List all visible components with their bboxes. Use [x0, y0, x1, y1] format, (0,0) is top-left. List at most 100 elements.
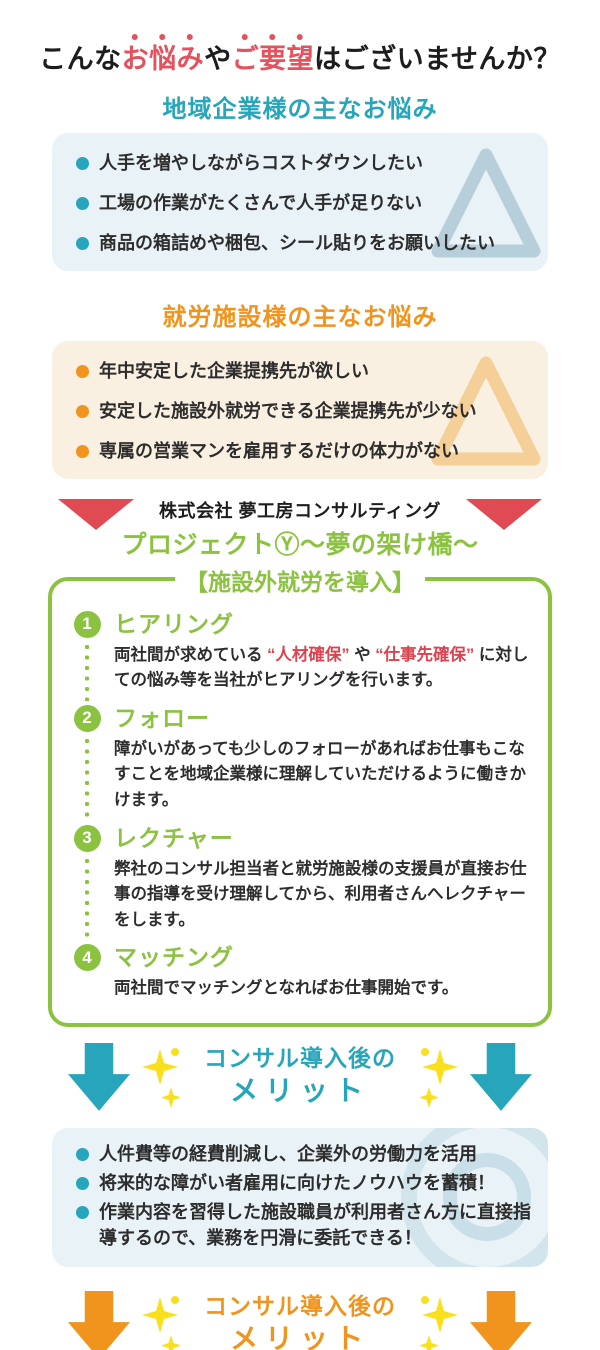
description-text: 両社間が求めている — [114, 645, 268, 664]
merit-header-company: コンサル導入後の メリット — [0, 1039, 600, 1119]
process-step: 2 フォロー障がいがあっても少しのフォローがあればお仕事もこなすことを地域企業様に… — [72, 703, 530, 823]
step-number-column: 1 — [72, 609, 102, 703]
list-item: 工場の作業がたくさんで人手が足りない — [74, 189, 532, 217]
merit-title: コンサル導入後の メリット — [194, 1287, 406, 1350]
merit-title-line2: メリット — [229, 1075, 370, 1107]
bullet-text: 年中安定した企業提携先が欲しい — [99, 360, 369, 381]
bullet-text: 将来的な障がい者雇用に向けたノウハウを蓄積！ — [99, 1172, 495, 1193]
merit-title: コンサル導入後の メリット — [194, 1039, 406, 1108]
bullet-dot-icon — [76, 1205, 89, 1219]
description-text: 両社間でマッチングとなればお仕事開始です。 — [114, 979, 459, 998]
step-title: ヒアリング — [114, 610, 234, 637]
process-step: 4 マッチング両社間でマッチングとなればお仕事開始です。 — [72, 942, 530, 1011]
dotted-connector — [84, 856, 90, 941]
description-text: 弊社のコンサル担当者と就労施設様の支援員が直接お仕事の指導を受け理解してから、利… — [114, 859, 527, 929]
red-down-triangle-icon — [58, 498, 134, 530]
list-item: 年中安定した企業提携先が欲しい — [74, 357, 532, 385]
page-title: こんなお悩みやご要望はございませんか？ — [0, 14, 600, 77]
step-title: レクチャー — [114, 824, 234, 851]
sparkle-icon — [419, 1295, 458, 1350]
description-text: 障がいがあっても少しのフォローがあればお仕事もこなすことを地域企業様に理解してい… — [114, 739, 527, 809]
step-number-badge: 4 — [73, 944, 101, 972]
red-down-triangle-icon — [466, 498, 542, 530]
down-arrow-icon — [68, 1290, 130, 1350]
title-accent-onayami: お悩み — [121, 44, 205, 74]
title-accent-goyoubou: ご要望 — [231, 44, 315, 74]
step-description: 両社間でマッチングとなればお仕事開始です。 — [114, 976, 530, 1002]
project-title: プロジェクトⓎ〜夢の架け橋〜 — [121, 530, 479, 559]
facility-worries-heading: 就労施設様の主なお悩み — [162, 303, 438, 331]
bullet-dot-icon — [76, 196, 89, 210]
bullet-dot-icon — [76, 236, 89, 250]
bullet-text: 専属の営業マンを雇用するだけの体力がない — [99, 440, 459, 461]
description-text: に対しての悩み等を当社がヒアリングを行います。 — [114, 645, 529, 690]
merit-title-line1: コンサル導入後の — [204, 1292, 396, 1319]
highlighted-phrase: “仕事先確保” — [375, 645, 475, 664]
step-content: ヒアリング両社間が求めている “人材確保” や “仕事先確保” に対しての悩み等… — [114, 609, 530, 703]
list-item: 将来的な障がい者雇用に向けたノウハウを蓄積！ — [74, 1170, 532, 1196]
title-pre: こんな — [39, 44, 122, 74]
step-description: 両社間が求めている “人材確保” や “仕事先確保” に対しての悩み等を当社がヒ… — [114, 643, 530, 694]
step-content: マッチング両社間でマッチングとなればお仕事開始です。 — [114, 942, 530, 1011]
bullet-dot-icon — [76, 1147, 89, 1161]
list-item: 安定した施設外就労できる企業提携先が少ない — [74, 397, 532, 425]
bullet-dot-icon — [76, 444, 89, 458]
company-name: 株式会社 夢工房コンサルティング — [159, 500, 441, 521]
step-number-column: 2 — [72, 703, 102, 823]
sparkle-icon — [419, 1047, 458, 1108]
step-number-badge: 2 — [73, 704, 101, 732]
company-worries-box: 人手を増やしながらコストダウンしたい工場の作業がたくさんで人手が足りない商品の箱… — [52, 132, 548, 271]
bullet-dot-icon — [76, 1176, 89, 1190]
dotted-connector — [84, 642, 90, 701]
merit-company-list: 人件費等の経費削減し、企業外の労働力を活用将来的な障がい者雇用に向けたノウハウを… — [74, 1141, 532, 1251]
step-number-column: 3 — [72, 823, 102, 943]
highlighted-phrase: “人材確保” — [267, 645, 350, 664]
merit-header-facility: コンサル導入後の メリット — [0, 1287, 600, 1350]
down-arrow-icon — [470, 1042, 532, 1111]
process-step: 3 レクチャー弊社のコンサル担当者と就労施設様の支援員が直接お仕事の指導を受け理解… — [72, 823, 530, 943]
dotted-connector — [84, 736, 90, 821]
merit-title-line2: メリット — [229, 1323, 370, 1350]
merit-box-company: 人件費等の経費削減し、企業外の労働力を活用将来的な障がい者雇用に向けたノウハウを… — [52, 1127, 548, 1267]
step-number-column: 4 — [72, 942, 102, 1011]
company-worries-heading: 地域企業様の主なお悩み — [162, 95, 438, 123]
company-worries-list: 人手を増やしながらコストダウンしたい工場の作業がたくさんで人手が足りない商品の箱… — [74, 149, 532, 257]
process-steps: 1 ヒアリング両社間が求めている “人材確保” や “仕事先確保” に対しての悩み… — [72, 609, 530, 1011]
facility-worries-list: 年中安定した企業提携先が欲しい安定した施設外就労できる企業提携先が少ない専属の営… — [74, 357, 532, 465]
bullet-text: 作業内容を習得した施設職員が利用者さん方に直接指導するので、業務を円滑に委託でき… — [99, 1201, 531, 1248]
facility-worries-box: 年中安定した企業提携先が欲しい安定した施設外就労できる企業提携先が少ない専属の営… — [52, 340, 548, 479]
step-number-badge: 3 — [73, 824, 101, 852]
bridge-section: 株式会社 夢工房コンサルティング プロジェクトⓎ〜夢の架け橋〜 — [0, 493, 600, 559]
title-mid: や — [204, 44, 232, 74]
list-item: 人件費等の経費削減し、企業外の労働力を活用 — [74, 1141, 532, 1167]
title-post: はございませんか？ — [314, 44, 561, 74]
step-content: フォロー障がいがあっても少しのフォローがあればお仕事もこなすことを地域企業様に理… — [114, 703, 530, 823]
description-text: や — [349, 645, 376, 664]
merit-title-line1: コンサル導入後の — [204, 1044, 396, 1071]
bullet-dot-icon — [76, 364, 89, 378]
down-arrow-icon — [470, 1290, 532, 1350]
list-item: 商品の箱詰めや梱包、シール貼りをお願いしたい — [74, 229, 532, 257]
process-box: 【施設外就労を導入】 1 ヒアリング両社間が求めている “人材確保” や “仕事先… — [48, 562, 552, 1027]
bullet-dot-icon — [76, 404, 89, 418]
list-item: 人手を増やしながらコストダウンしたい — [74, 149, 532, 177]
bullet-dot-icon — [76, 156, 89, 170]
bullet-text: 人件費等の経費削減し、企業外の労働力を活用 — [99, 1143, 477, 1164]
list-item: 専属の営業マンを雇用するだけの体力がない — [74, 437, 532, 465]
list-item: 作業内容を習得した施設職員が利用者さん方に直接指導するので、業務を円滑に委託でき… — [74, 1199, 532, 1251]
sparkle-icon — [142, 1295, 181, 1350]
step-title: フォロー — [114, 704, 210, 731]
step-description: 弊社のコンサル担当者と就労施設様の支援員が直接お仕事の指導を受け理解してから、利… — [114, 857, 530, 934]
sparkle-icon — [142, 1047, 181, 1108]
down-arrow-icon — [68, 1042, 130, 1111]
step-title: マッチング — [114, 944, 234, 971]
bullet-text: 工場の作業がたくさんで人手が足りない — [99, 192, 423, 213]
step-description: 障がいがあっても少しのフォローがあればお仕事もこなすことを地域企業様に理解してい… — [114, 737, 530, 814]
process-box-title: 【施設外就労を導入】 — [175, 562, 425, 597]
step-number-badge: 1 — [73, 610, 101, 638]
step-content: レクチャー弊社のコンサル担当者と就労施設様の支援員が直接お仕事の指導を受け理解し… — [114, 823, 530, 943]
bullet-text: 人手を増やしながらコストダウンしたい — [99, 152, 423, 173]
bullet-text: 商品の箱詰めや梱包、シール貼りをお願いしたい — [99, 232, 495, 253]
process-step: 1 ヒアリング両社間が求めている “人材確保” や “仕事先確保” に対しての悩み… — [72, 609, 530, 703]
